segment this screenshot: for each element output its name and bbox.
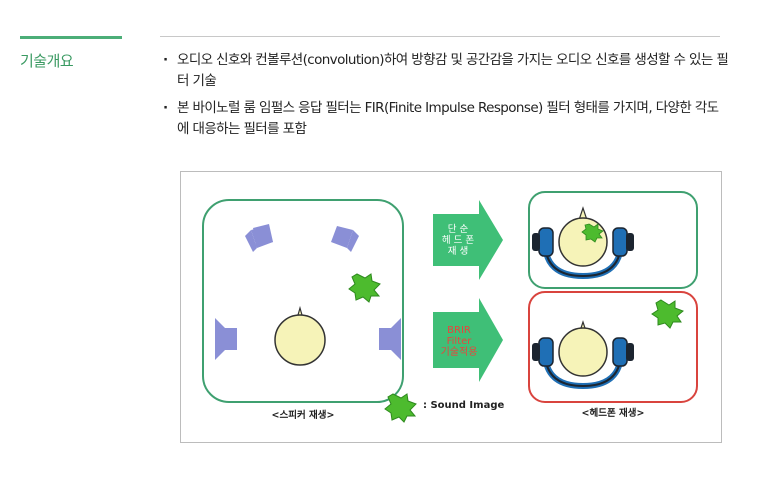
arrow-bottom-line-2: Filter bbox=[447, 336, 473, 347]
overview-bullet-2: 본 바이노럴 룸 임펄스 응답 필터는 FIR(Finite Impulse R… bbox=[160, 98, 730, 140]
speaker-icon bbox=[215, 318, 237, 360]
headphone-icon bbox=[532, 337, 634, 367]
arrow-top-line-1: 단 순 bbox=[448, 224, 469, 235]
arrow-bottom-line-3: 기술적용 bbox=[441, 346, 478, 358]
plain-headphone-panel bbox=[528, 191, 698, 289]
overview-list: 오디오 신호와 컨볼루션(convolution)하여 방향감 및 공간감을 가… bbox=[160, 50, 730, 146]
binaural-diagram: 단 순 헤 드 폰 재 생 BRIR Filter 기술적용 bbox=[180, 171, 722, 443]
speaker-icon bbox=[331, 226, 359, 252]
caption-headphone: <헤드폰 재생> bbox=[582, 407, 645, 419]
section-rule bbox=[20, 36, 122, 39]
sound-image-legend-icon bbox=[384, 393, 417, 423]
speaker-icon bbox=[379, 318, 401, 360]
section-title: 기술개요 bbox=[20, 52, 74, 70]
sound-image-legend: : Sound Image bbox=[423, 400, 504, 411]
sound-image-icon bbox=[581, 223, 604, 243]
arrow-plain-headphone: 단 순 헤 드 폰 재 생 bbox=[433, 200, 503, 280]
listener-head-icon bbox=[274, 305, 326, 366]
arrow-top-line-3: 재 생 bbox=[448, 246, 469, 257]
sound-image-icon bbox=[348, 273, 381, 303]
listener-head-icon bbox=[558, 320, 608, 377]
overview-bullet-1: 오디오 신호와 컨볼루션(convolution)하여 방향감 및 공간감을 가… bbox=[160, 50, 730, 92]
arrow-brir-filter: BRIR Filter 기술적용 bbox=[433, 298, 503, 382]
brir-headphone-panel bbox=[528, 291, 698, 403]
caption-speaker: <스피커 재생> bbox=[272, 409, 335, 421]
sound-image-icon bbox=[651, 299, 684, 329]
headphone-icon bbox=[532, 227, 634, 257]
arrow-bottom-line-1: BRIR bbox=[447, 325, 471, 336]
speaker-room bbox=[202, 199, 404, 403]
content-rule bbox=[160, 36, 720, 37]
arrow-top-line-2: 헤 드 폰 bbox=[442, 234, 475, 246]
speaker-icon bbox=[245, 226, 273, 252]
